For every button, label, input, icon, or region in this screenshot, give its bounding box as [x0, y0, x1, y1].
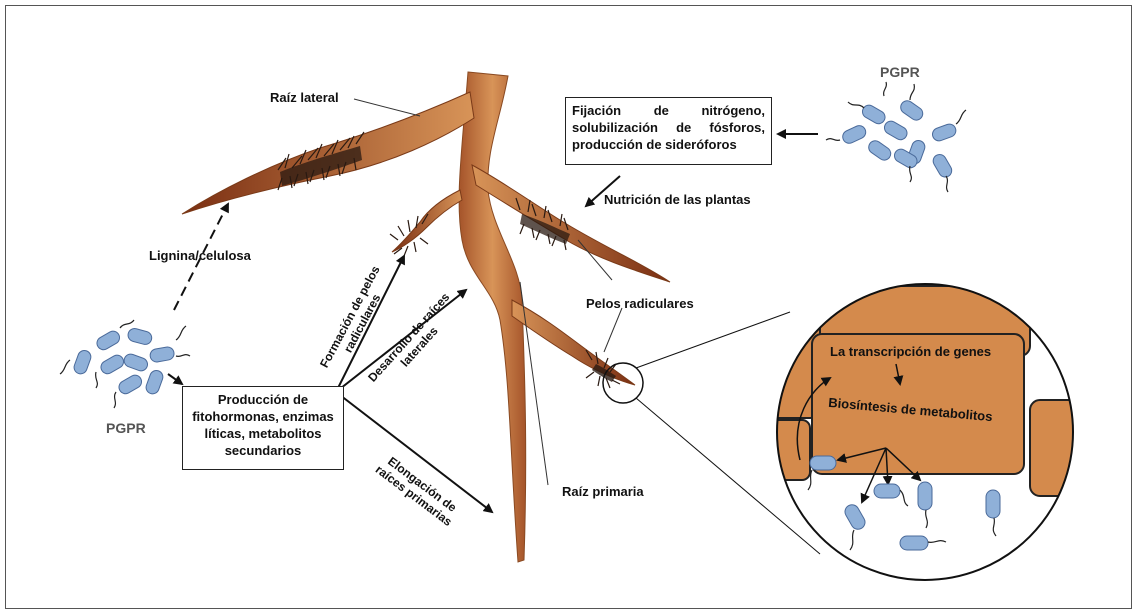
label-raiz-lateral: Raíz lateral — [270, 90, 339, 106]
label-lignina: Lignina/celulosa — [149, 248, 251, 264]
box-produccion: Producción de fitohormonas, enzimas líti… — [182, 386, 344, 470]
label-transcripcion: La transcripción de genes — [830, 344, 991, 360]
label-nutricion: Nutrición de las plantas — [604, 192, 751, 208]
raiz-lateral-leader — [354, 99, 420, 116]
bacteria-cluster-left — [72, 327, 175, 396]
label-raiz-primaria: Raíz primaria — [562, 484, 644, 500]
bacteria-cluster-top — [841, 98, 958, 179]
lateral-root-upper-left — [182, 92, 474, 214]
label-pgpr-left: PGPR — [106, 420, 146, 436]
label-pelos: Pelos radiculares — [586, 296, 694, 312]
zoom-source-circle — [603, 363, 643, 403]
label-pgpr-top: PGPR — [880, 64, 920, 80]
box-fijacion: Fijación de nitrógeno, solubilización de… — [565, 97, 772, 165]
lateral-root-lower-right — [512, 300, 635, 385]
